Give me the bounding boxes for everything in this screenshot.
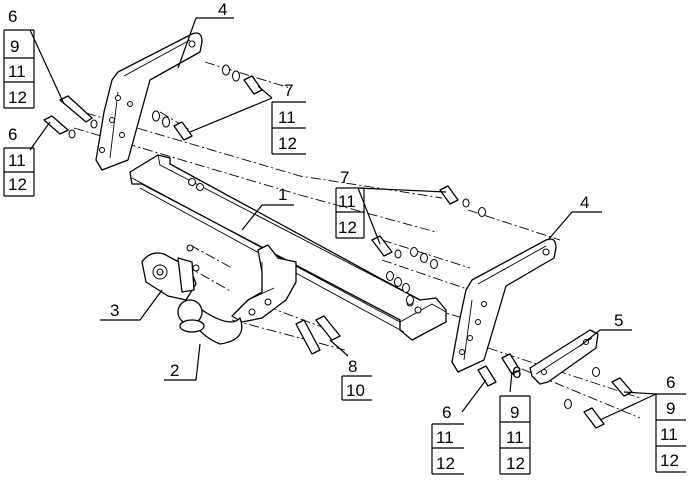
callout-mid-bolt: 7 11 12 <box>335 168 365 239</box>
callout-part1: 1 <box>278 185 287 204</box>
support-plate <box>529 329 599 385</box>
callout-label: 7 <box>284 81 293 100</box>
left-mounting-bracket <box>95 32 203 171</box>
callout-label: 12 <box>660 451 679 470</box>
callout-label: 7 <box>340 168 349 187</box>
callout-label: 12 <box>8 175 27 194</box>
callout-label: 11 <box>338 192 356 211</box>
callout-label: 6 <box>512 363 521 382</box>
callout-part5: 5 <box>614 311 623 330</box>
callout-label: 9 <box>510 403 519 422</box>
callout-part4-right: 4 <box>580 193 589 212</box>
callout-label: 12 <box>338 218 357 237</box>
callout-part2: 2 <box>170 361 179 380</box>
callout-top-bolt: 7 11 12 <box>271 81 306 155</box>
callout-label: 11 <box>506 428 524 447</box>
callout-bot-b: 6 9 11 12 <box>499 363 531 475</box>
callout-label: 10 <box>346 381 365 400</box>
tow-ball-neck <box>177 244 297 345</box>
fasteners <box>43 64 633 429</box>
callout-label: 11 <box>436 428 454 447</box>
callout-label: 6 <box>8 7 17 26</box>
callout-bot-c: 6 9 11 12 <box>655 373 686 473</box>
callout-label: 9 <box>666 399 675 418</box>
callout-label: 12 <box>506 454 525 473</box>
leader-lines <box>29 17 657 421</box>
callout-label: 8 <box>348 357 357 376</box>
callout-label: 12 <box>8 88 27 107</box>
callout-label: 6 <box>666 373 675 392</box>
callout-tl-a: 6 9 11 12 <box>3 7 35 109</box>
callout-part3: 3 <box>110 301 119 320</box>
callout-part4-top: 4 <box>218 0 227 19</box>
callout-bolt8: 8 10 <box>341 357 372 401</box>
callout-label: 12 <box>278 134 297 153</box>
callout-label: 6 <box>442 403 451 422</box>
callout-label: 9 <box>10 37 19 56</box>
callout-label: 11 <box>278 108 296 127</box>
callout-label: 12 <box>436 454 455 473</box>
callout-tl-b: 6 11 12 <box>3 125 35 197</box>
callout-label: 11 <box>660 425 678 444</box>
right-mounting-bracket <box>451 238 557 373</box>
callout-bot-a: 6 11 12 <box>431 403 464 475</box>
callout-label: 6 <box>8 125 17 144</box>
callout-label: 11 <box>8 62 26 81</box>
callout-label: 11 <box>8 151 26 170</box>
electrical-socket-plate <box>141 244 200 301</box>
